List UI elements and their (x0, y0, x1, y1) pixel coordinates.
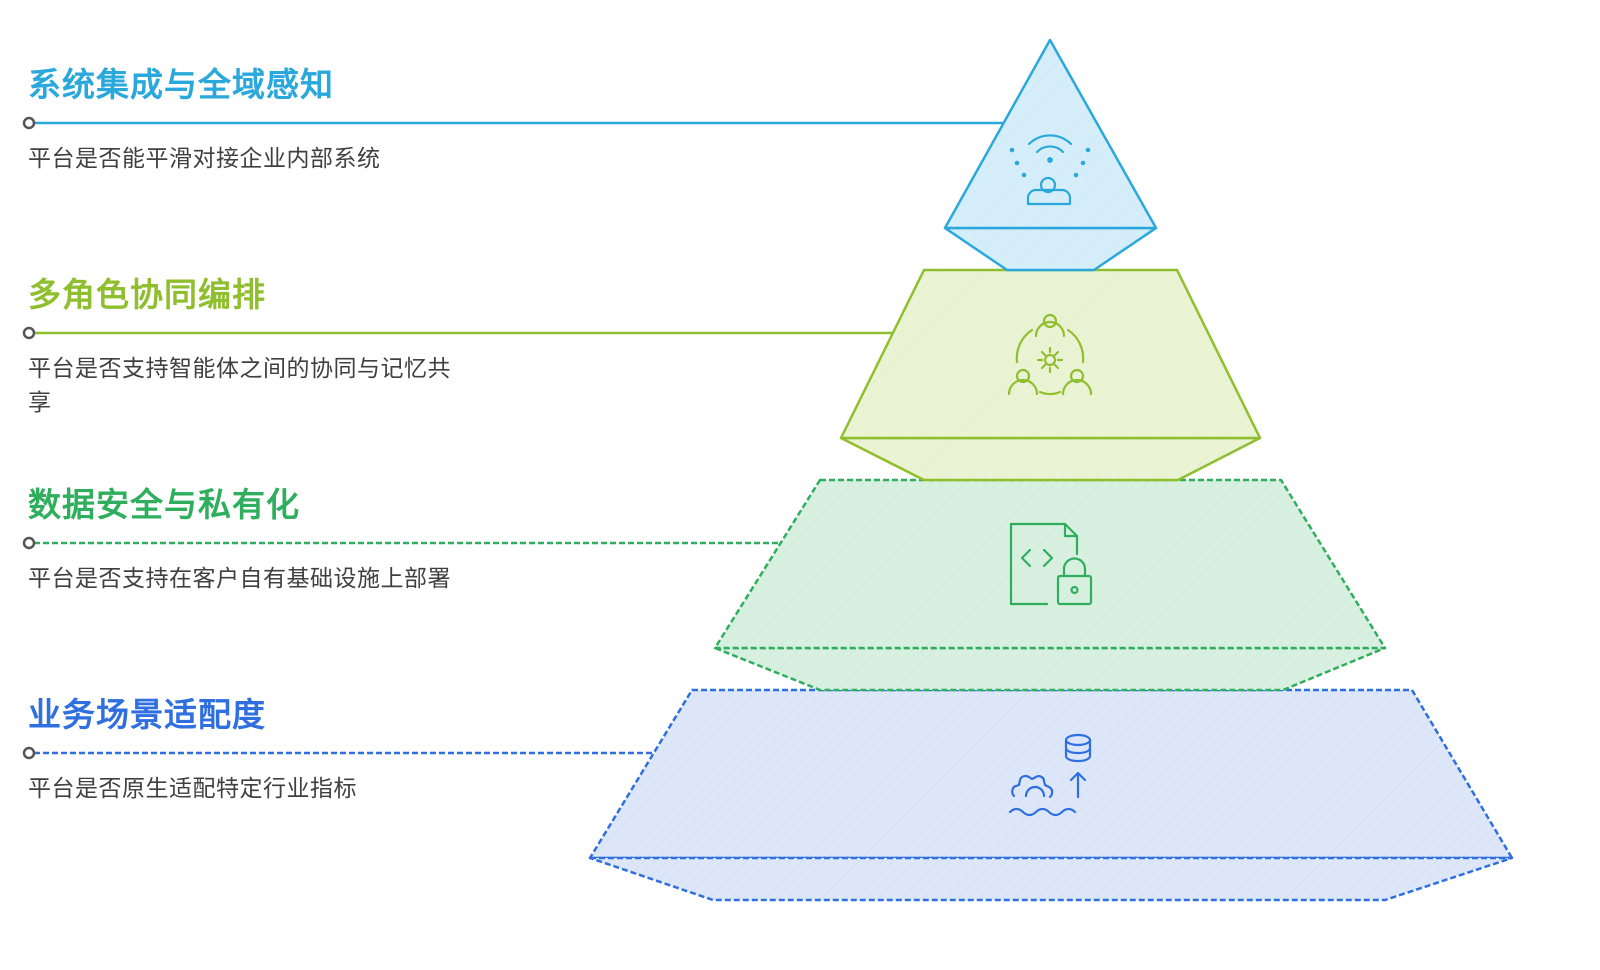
wifi-person-icon (1009, 134, 1091, 206)
level-1-description: 平台是否能平滑对接企业内部系统 (28, 146, 381, 172)
pyramid-layer-1 (22, 38, 1158, 272)
connector-dot-4 (22, 746, 36, 760)
pyramid-layer-4 (22, 688, 1514, 902)
level-1-title: 系统集成与全域感知 (28, 65, 334, 104)
connector-dot-2 (22, 326, 36, 340)
level-3-description: 平台是否支持在客户自有基础设施上部署 (28, 566, 451, 592)
level-3-title: 数据安全与私有化 (28, 485, 300, 524)
level-2-title: 多角色协同编排 (28, 275, 266, 314)
level-4-description: 平台是否原生适配特定行业指标 (28, 776, 357, 802)
team-gear-icon (1007, 313, 1093, 396)
connector-dot-1 (22, 116, 36, 130)
code-file-lock-icon (1009, 522, 1093, 606)
connector-dot-3 (22, 536, 36, 550)
gear-database-arrow-icon (1008, 733, 1092, 817)
pyramid-layer-2 (22, 268, 1262, 482)
pyramid-layer-3 (22, 478, 1387, 692)
level-2-description: 平台是否支持智能体之间的协同与记忆共享 (28, 356, 451, 416)
level-4-title: 业务场景适配度 (28, 695, 266, 734)
